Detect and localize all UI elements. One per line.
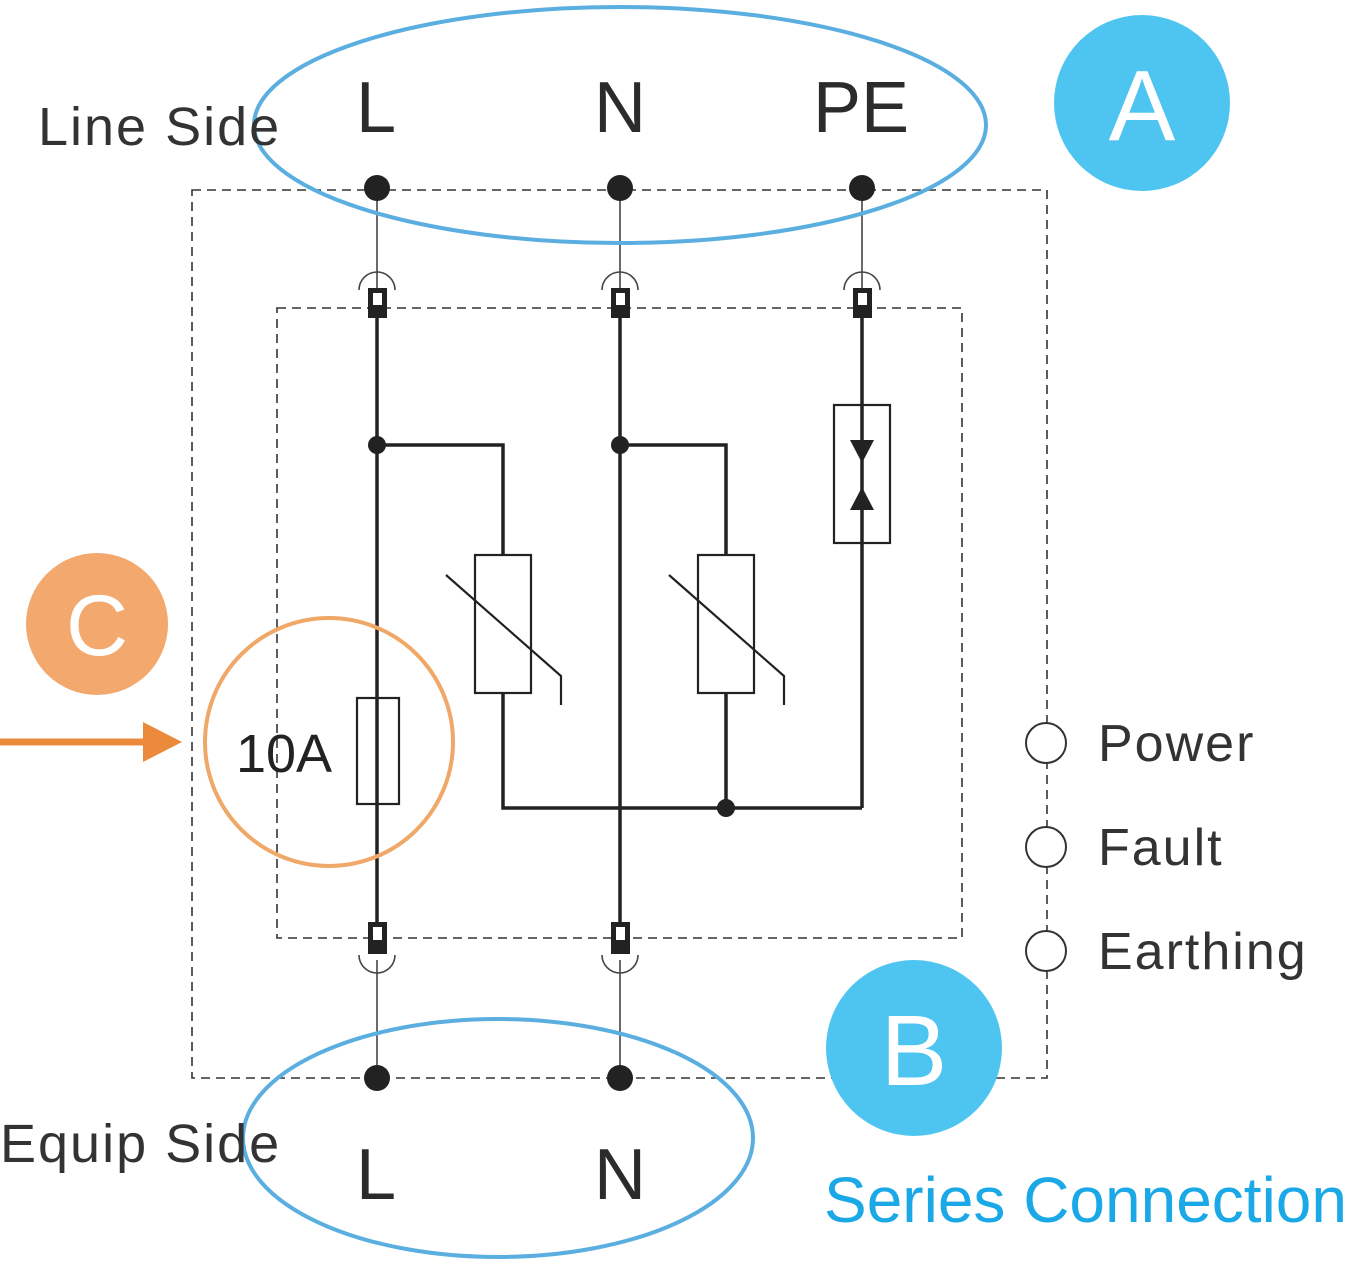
badge-a: A [1054, 15, 1230, 191]
terminal-blocks [368, 288, 872, 954]
badge-b: B [826, 960, 1002, 1136]
top-leads [376, 188, 863, 288]
fault-led-icon [1025, 826, 1067, 868]
varistor-n [668, 553, 786, 705]
terminal-dots [364, 175, 875, 1091]
indicator-power-label: Power [1098, 715, 1255, 773]
junction-dots [368, 436, 735, 817]
varistor-l [445, 553, 563, 705]
top-n-label: N [594, 68, 646, 148]
fuse-rating-label: 10A [236, 724, 332, 784]
arrow-icon [0, 722, 182, 762]
badge-a-letter: A [1109, 50, 1176, 162]
badge-b-letter: B [881, 995, 948, 1107]
fuse-highlight [203, 616, 455, 868]
gas-discharge-tube [832, 403, 892, 545]
top-l-label: L [356, 68, 396, 148]
bottom-connector-arcs [358, 954, 639, 974]
branch-wiring [377, 443, 862, 810]
line-side-label: Line Side [38, 97, 281, 157]
top-pe-label: PE [813, 68, 909, 148]
power-led-icon [1025, 722, 1067, 764]
earthing-led-icon [1025, 930, 1067, 972]
indicator-leds [1025, 722, 1067, 972]
equip-side-highlight [241, 1017, 755, 1259]
bottom-n-label: N [594, 1135, 646, 1215]
indicator-earthing-label: Earthing [1098, 923, 1308, 981]
equip-side-label: Equip Side [0, 1114, 281, 1174]
bottom-leads [376, 960, 621, 1078]
main-conductors [375, 305, 864, 930]
badge-c-letter: C [66, 578, 128, 674]
top-connector-arcs [358, 271, 881, 291]
bottom-l-label: L [356, 1135, 396, 1215]
badge-c: C [26, 553, 168, 695]
line-side-highlight [252, 5, 988, 245]
series-connection-label: Series Connection [824, 1164, 1347, 1236]
indicator-fault-label: Fault [1098, 819, 1224, 877]
